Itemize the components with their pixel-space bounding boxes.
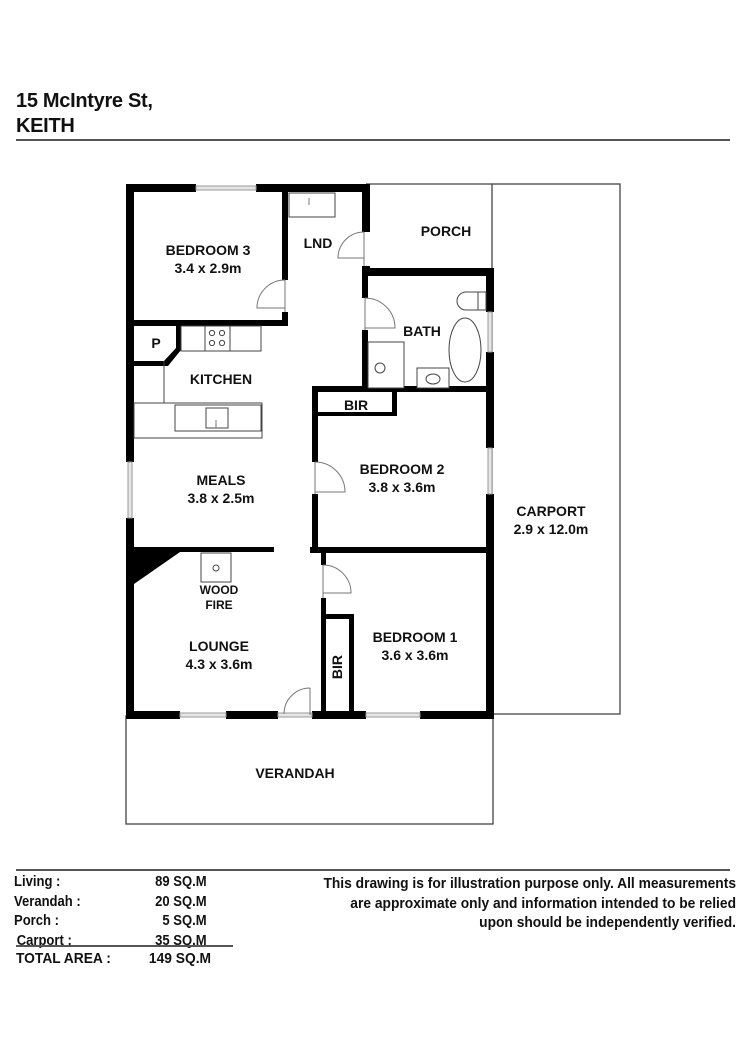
room-porch: PORCH <box>420 223 472 239</box>
room-bedroom2-size: 3.8 x 3.6m <box>368 479 436 495</box>
doors <box>256 231 396 715</box>
total-area-label: TOTAL AREA : <box>16 950 111 967</box>
room-kitchen: KITCHEN <box>189 371 253 387</box>
room-lnd: LND <box>303 235 333 251</box>
fixtures <box>133 192 487 583</box>
room-verandah: VERANDAH <box>255 765 335 781</box>
address-suburb: KEITH <box>16 115 75 137</box>
floor-plan <box>125 183 621 825</box>
wood-fire-label: WOOD FIRE <box>199 583 239 612</box>
header-divider <box>16 139 730 141</box>
room-bir-bedroom2: BIR <box>343 397 369 413</box>
total-area: TOTAL AREA : 149 SQ.M <box>16 950 211 967</box>
room-bedroom3-name: BEDROOM 3 <box>165 242 251 258</box>
room-meals-name: MEALS <box>196 472 246 488</box>
disclaimer: This drawing is for illustration purpose… <box>323 875 736 931</box>
area-row-living: Living : 89 SQ.M <box>14 874 207 890</box>
room-carport-size: 2.9 x 12.0m <box>513 521 589 537</box>
room-lounge: LOUNGE 4.3 x 3.6m <box>186 637 253 673</box>
walls <box>126 184 494 719</box>
room-carport: CARPORT 2.9 x 12.0m <box>514 502 589 538</box>
room-bedroom1-size: 3.6 x 3.6m <box>381 647 449 663</box>
footer-divider <box>16 869 730 871</box>
area-row-carport: Carport : 35 SQ.M <box>16 932 207 949</box>
address-street: 15 McIntyre St, <box>16 90 153 112</box>
room-lounge-size: 4.3 x 3.6m <box>185 656 253 672</box>
room-bir-bedroom1: BIR <box>329 654 345 680</box>
room-meals-size: 3.8 x 2.5m <box>187 490 255 506</box>
room-carport-name: CARPORT <box>516 503 586 519</box>
carport-outline <box>491 183 621 715</box>
room-bedroom1-name: BEDROOM 1 <box>372 629 458 645</box>
room-pantry: P <box>151 335 161 351</box>
room-bedroom2: BEDROOM 2 3.8 x 3.6m <box>360 460 445 496</box>
room-bedroom2-name: BEDROOM 2 <box>359 461 445 477</box>
room-bedroom3: BEDROOM 3 3.4 x 2.9m <box>166 241 251 277</box>
room-lounge-name: LOUNGE <box>189 638 249 654</box>
room-bedroom3-size: 3.4 x 2.9m <box>174 260 242 276</box>
area-row-porch: Porch : 5 SQ.M <box>14 913 207 929</box>
room-meals: MEALS 3.8 x 2.5m <box>188 471 255 507</box>
address-title: 15 McIntyre St, KEITH <box>16 89 153 139</box>
total-divider <box>16 945 233 947</box>
windows <box>127 185 493 718</box>
area-row-verandah: Verandah : 20 SQ.M <box>14 893 207 910</box>
area-summary: Living : 89 SQ.M Verandah : 20 SQ.M Porc… <box>14 873 207 951</box>
total-area-value: 149 SQ.M <box>148 950 212 967</box>
room-bedroom1: BEDROOM 1 3.6 x 3.6m <box>373 628 458 664</box>
room-bath: BATH <box>403 323 441 339</box>
